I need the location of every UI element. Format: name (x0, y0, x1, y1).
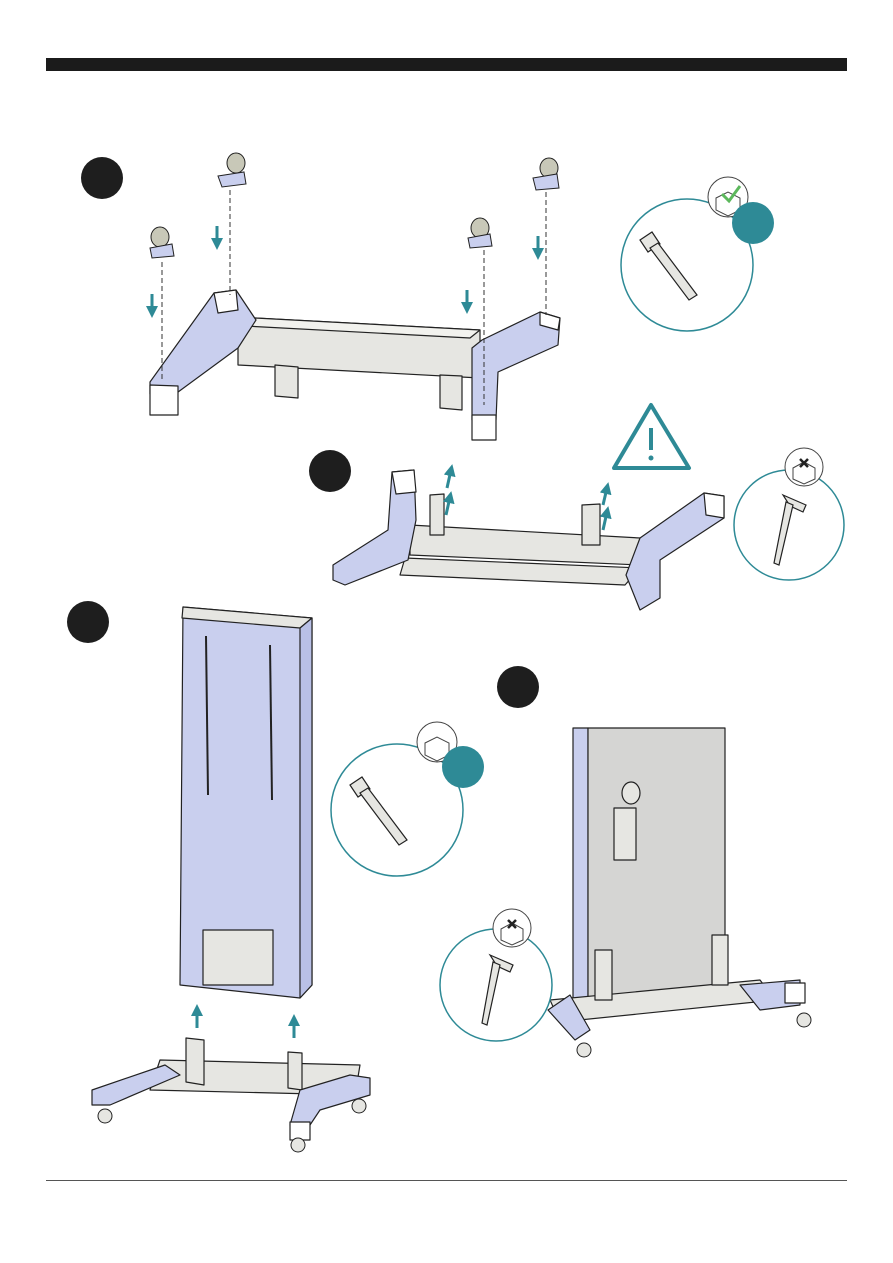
step-1-bolt-callout (621, 177, 774, 331)
up-arrow-icon (197, 1010, 294, 1038)
warning-triangle-icon (614, 405, 689, 468)
step-1-base-frame (150, 290, 560, 440)
step-2-frame (333, 470, 724, 610)
step-3-bolt-callout (331, 722, 484, 876)
step-2-hexkey-callout (734, 448, 844, 580)
step-3-base (92, 1038, 370, 1140)
step-3-panel (180, 607, 312, 998)
caster-wheel-icon (577, 1013, 811, 1057)
quantity-badge (732, 202, 774, 244)
step-4-hexkey-callout (440, 909, 552, 1041)
step-4-assembly (548, 728, 805, 1040)
caster-wheel-icon (150, 153, 559, 258)
quantity-badge (442, 746, 484, 788)
